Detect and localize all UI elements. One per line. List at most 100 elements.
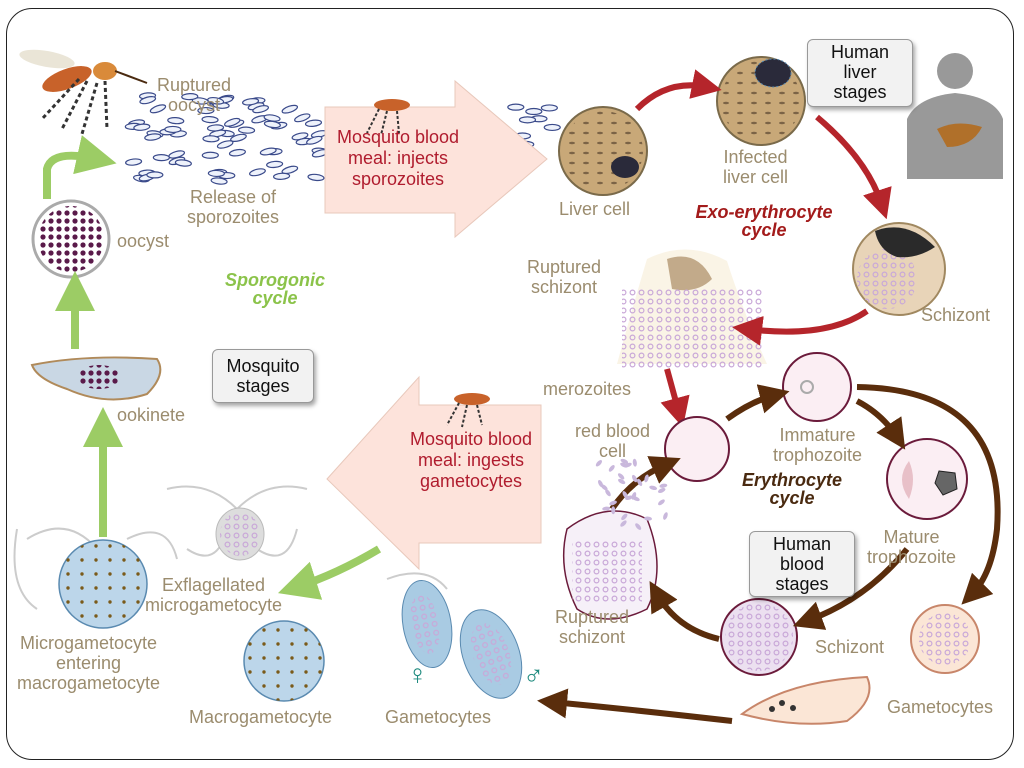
sporozoite (228, 148, 246, 157)
arrow-oocyst-to-rupture (43, 135, 117, 199)
sporozoite (133, 123, 151, 131)
merozoite (602, 506, 611, 511)
label-gametocytes-right: Gametocytes (887, 697, 994, 717)
ruptured-schizont-top-cell (617, 249, 767, 369)
arrow-merozoites-to-rbc (660, 368, 690, 428)
merozoite (637, 478, 643, 486)
box-human-blood-stages: Human blood stages (749, 531, 855, 597)
label-oocyst: oocyst (117, 231, 170, 251)
arrow-immature-to-mature (855, 398, 906, 450)
label-erythrocyte-cycle: Erythrocyte cycle (741, 470, 843, 508)
sporozoite (540, 104, 558, 112)
mosquito-small-icon-2 (446, 393, 490, 428)
text-ingests-gametocytes: Mosquito blood meal: ingests gametocytes (409, 429, 533, 491)
arrow-injects-sporozoites (324, 79, 548, 239)
sporozoite (167, 117, 185, 125)
label-merozoites: merozoites (543, 379, 632, 399)
merozoite (622, 491, 628, 499)
arrow-immature-to-gametocytes (856, 384, 1001, 605)
sporozoite (307, 173, 325, 182)
sporozoite (263, 120, 281, 129)
female-symbol-icon: ♀ (407, 659, 428, 690)
sporozoite (281, 165, 299, 175)
sporozoite (152, 154, 170, 162)
sporozoite (543, 123, 561, 132)
sporozoite (174, 159, 192, 167)
sporozoite (294, 113, 311, 123)
sporozoite (197, 106, 215, 115)
sporozoite (139, 96, 157, 105)
merozoite (605, 489, 611, 497)
sporozoite (237, 126, 256, 134)
arrow-mature-to-schizont (792, 547, 910, 630)
label-sporogonic-cycle: Sporogonic cycle (225, 270, 325, 308)
oocyst-cell (31, 199, 111, 279)
sporozoite (281, 104, 299, 114)
sporozoite (273, 172, 291, 180)
ruptured-schizont-bottom-cell (562, 510, 658, 620)
sporozoite (216, 140, 234, 149)
sporozoite (507, 103, 525, 111)
merozoite (609, 500, 617, 506)
sporozoite (181, 93, 199, 101)
ookinete-cell (30, 356, 162, 401)
sporozoite (306, 135, 323, 145)
label-schizont-blood: Schizont (815, 637, 885, 657)
label-micro-entering: Microgametocyte entering macrogametocyte (17, 633, 161, 693)
merozoite (658, 499, 665, 506)
merozoite (621, 513, 628, 521)
merozoite (620, 520, 627, 527)
merozoite (644, 474, 649, 483)
arrow-liver-to-infected (634, 69, 722, 112)
sporozoite (206, 124, 225, 132)
sporozoite (525, 107, 543, 116)
mosquito-small-icon (366, 99, 410, 136)
micro-entering-macro-cell (13, 527, 178, 629)
merozoite (659, 483, 668, 488)
diagram-graphics (13, 49, 1003, 725)
label-infected-liver-cell: Infected liver cell (723, 147, 789, 187)
liver-cell (558, 106, 648, 196)
label-ruptured-schizont-top: Ruptured schizont (527, 257, 602, 297)
male-symbol-icon: ♂ (523, 659, 544, 690)
arrow-schizont-to-ruptured (732, 308, 869, 346)
mosquito-icon (19, 49, 148, 135)
mature-trophozoite-cell (886, 438, 968, 520)
label-gametocytes-left: Gametocytes (385, 707, 492, 727)
arrow-gametocytes-to-left (537, 688, 733, 724)
sporozoite (252, 105, 270, 114)
arrow-schizont-to-ruptured (649, 580, 720, 642)
sporozoite (210, 177, 228, 185)
box-human-liver-stages: Human liver stages (807, 39, 913, 107)
diagram-frame: Ruptured oocyst Release of sporozoites o… (6, 8, 1014, 760)
sporozoite (242, 98, 260, 106)
merozoite (631, 492, 637, 500)
merozoite (644, 516, 652, 521)
label-ruptured-schizont-bottom: Ruptured schizont (555, 607, 630, 647)
merozoite (618, 478, 626, 485)
label-exflagellated: Exflagellated microgametocyte (145, 575, 283, 615)
sporozoites-cloud (124, 92, 561, 185)
label-release-sporozoites: Release of sporozoites (187, 187, 280, 227)
label-red-blood-cell: red blood cell (575, 421, 651, 461)
sporozoite (249, 168, 266, 177)
label-macrogametocyte: Macrogametocyte (189, 707, 333, 727)
merozoite (632, 458, 637, 467)
label-liver-cell: Liver cell (559, 199, 631, 219)
label-immature-trophozoite: Immature trophozoite (773, 425, 863, 465)
merozoite (608, 465, 615, 472)
gametocytes-left-cells (386, 572, 523, 699)
infected-liver-cell (716, 56, 806, 146)
merozoite (649, 485, 658, 491)
immature-trophozoite-cell (782, 352, 852, 422)
sporozoite (207, 96, 225, 105)
sporozoite (146, 171, 164, 179)
arrow-gametocytes-to-exflagellated (277, 545, 382, 600)
merozoite (663, 512, 668, 520)
macrogametocyte-cell (243, 620, 325, 702)
gametocytes-right-cells (739, 604, 980, 725)
exflagellated-cell (166, 485, 308, 561)
merozoite (595, 460, 603, 467)
merozoite (635, 523, 642, 530)
merozoite (620, 458, 629, 464)
